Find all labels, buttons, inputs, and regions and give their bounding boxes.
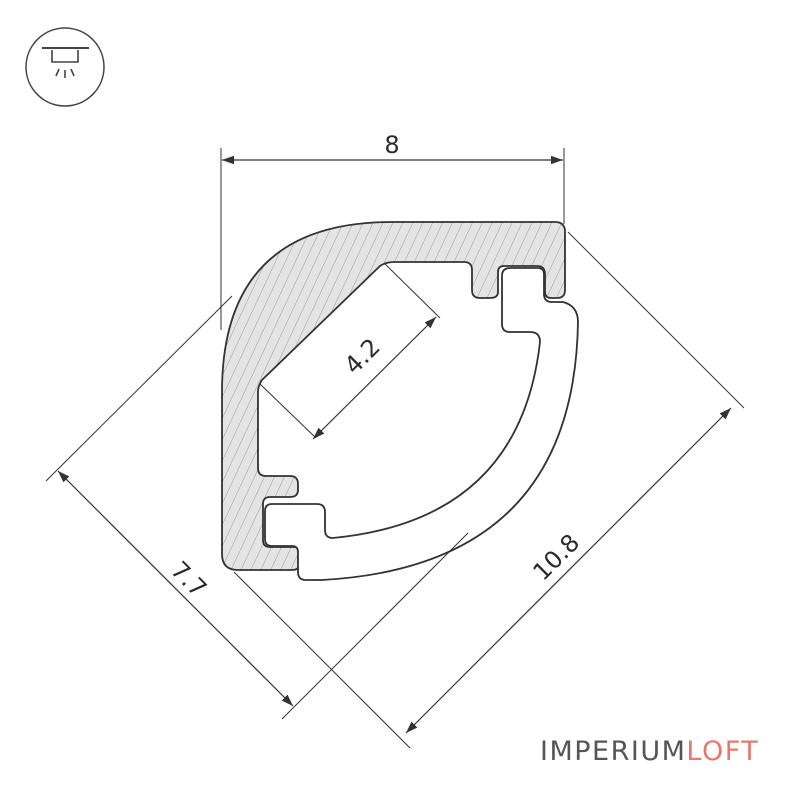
dimension-width: 8 — [220, 131, 565, 330]
ceiling-downlight-icon — [25, 27, 105, 107]
brand-logo-part2: LOFT — [686, 736, 759, 767]
brand-logo-part1: IMPERIUM — [540, 736, 686, 767]
brand-logo: IMPERIUMLOFT — [540, 736, 759, 767]
dimension-inner-width-label: 4.2 — [339, 333, 386, 380]
dimension-width-label: 8 — [384, 131, 399, 159]
dimension-side-label: 7.7 — [165, 556, 212, 603]
dimension-diagonal-label: 10.8 — [528, 529, 586, 587]
